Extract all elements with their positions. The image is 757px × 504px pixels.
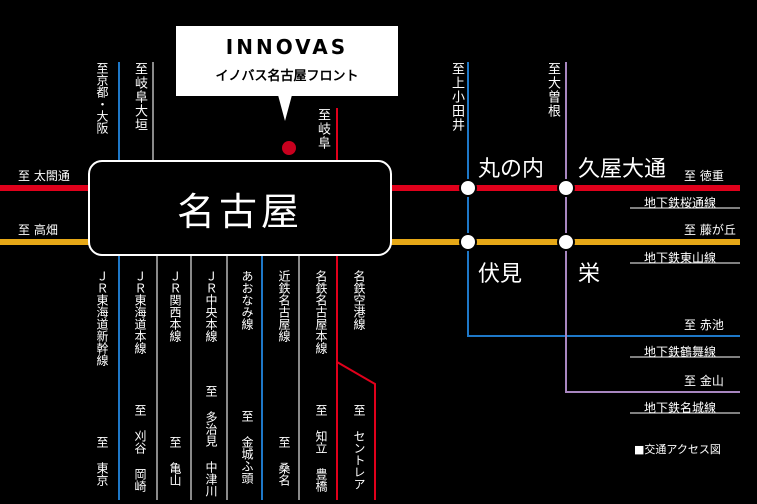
marunouchi-label: 丸の内 xyxy=(478,157,545,182)
hisaya-odori-station-marker xyxy=(557,179,575,197)
meitetsu-airport-branch xyxy=(336,361,376,500)
hisaya-odori-label: 久屋大通 xyxy=(578,157,667,182)
direction-gifu-ogaki: 至岐阜大垣 xyxy=(132,62,147,132)
fushimi-label: 伏見 xyxy=(478,262,523,287)
line-kintetsu: 近鉄名古屋線 xyxy=(277,270,291,342)
direction-akaike: 至 赤池 xyxy=(684,318,724,332)
line-meitetsu-airport: 名鉄空港線 xyxy=(352,270,366,330)
line-jr-tokaido: ＪＲ東海道本線 xyxy=(133,270,147,354)
direction-takabata: 至 高畑 xyxy=(18,223,58,237)
access-map-caption: ■交通アクセス図 xyxy=(634,443,721,456)
direction-tokyo: 至 東京 xyxy=(95,436,109,486)
line-jr-kansai: ＪＲ関西本線 xyxy=(168,270,182,342)
direction-ozone: 至大曽根 xyxy=(545,62,560,118)
direction-kyoto-osaka: 至京都・大阪 xyxy=(95,62,109,134)
innovas-location-marker xyxy=(282,141,296,155)
line-tsurumai: 地下鉄鶴舞線 xyxy=(644,345,717,359)
property-callout: INNOVAS イノバス名古屋フロント xyxy=(176,26,398,96)
direction-kameyama: 至 亀山 xyxy=(168,436,182,486)
nagoya-station-label: 名古屋 xyxy=(176,189,303,234)
line-meijo: 地下鉄名城線 xyxy=(644,401,717,415)
fushimi-station-marker xyxy=(459,233,477,251)
tsurumai-line xyxy=(467,62,740,337)
callout-pointer xyxy=(278,95,292,121)
direction-kariya-okazaki: 至 刈谷 岡崎 xyxy=(133,404,147,492)
property-brand: INNOVAS xyxy=(225,35,349,59)
direction-tajimi-nakatsugawa: 至 多治見 中津川 xyxy=(204,385,218,497)
direction-chiryu-toyohashi: 至 知立 豊橋 xyxy=(314,404,328,492)
property-subtitle: イノバス名古屋フロント xyxy=(215,69,359,84)
sakae-label: 栄 xyxy=(578,262,601,287)
meijo-line xyxy=(565,62,740,393)
sakae-station-marker xyxy=(557,233,575,251)
direction-kuwana: 至 桑名 xyxy=(277,436,291,486)
line-meitetsu-main: 名鉄名古屋本線 xyxy=(314,270,328,354)
direction-kinjofuto: 至 金城ふ頭 xyxy=(240,410,254,484)
direction-gifu: 至岐阜 xyxy=(315,108,330,150)
direction-kanayama: 至 金山 xyxy=(684,374,724,388)
direction-fujigaoka: 至 藤が丘 xyxy=(684,223,736,237)
direction-taiko-dori: 至 太閤通 xyxy=(18,169,70,183)
direction-kami-otai: 至上小田井 xyxy=(449,62,464,132)
nagoya-station-box: 名古屋 xyxy=(88,160,392,256)
direction-centrair: 至 セントレア xyxy=(352,404,366,490)
direction-tokushige: 至 徳重 xyxy=(684,169,724,183)
line-aonami: あおなみ線 xyxy=(240,270,254,330)
line-jr-shinkansen: ＪＲ東海道新幹線 xyxy=(95,270,109,366)
line-higashiyama: 地下鉄東山線 xyxy=(644,251,717,265)
line-jr-chuo: ＪＲ中央本線 xyxy=(204,270,218,342)
line-sakura-dori: 地下鉄桜通線 xyxy=(644,196,717,210)
marunouchi-station-marker xyxy=(459,179,477,197)
